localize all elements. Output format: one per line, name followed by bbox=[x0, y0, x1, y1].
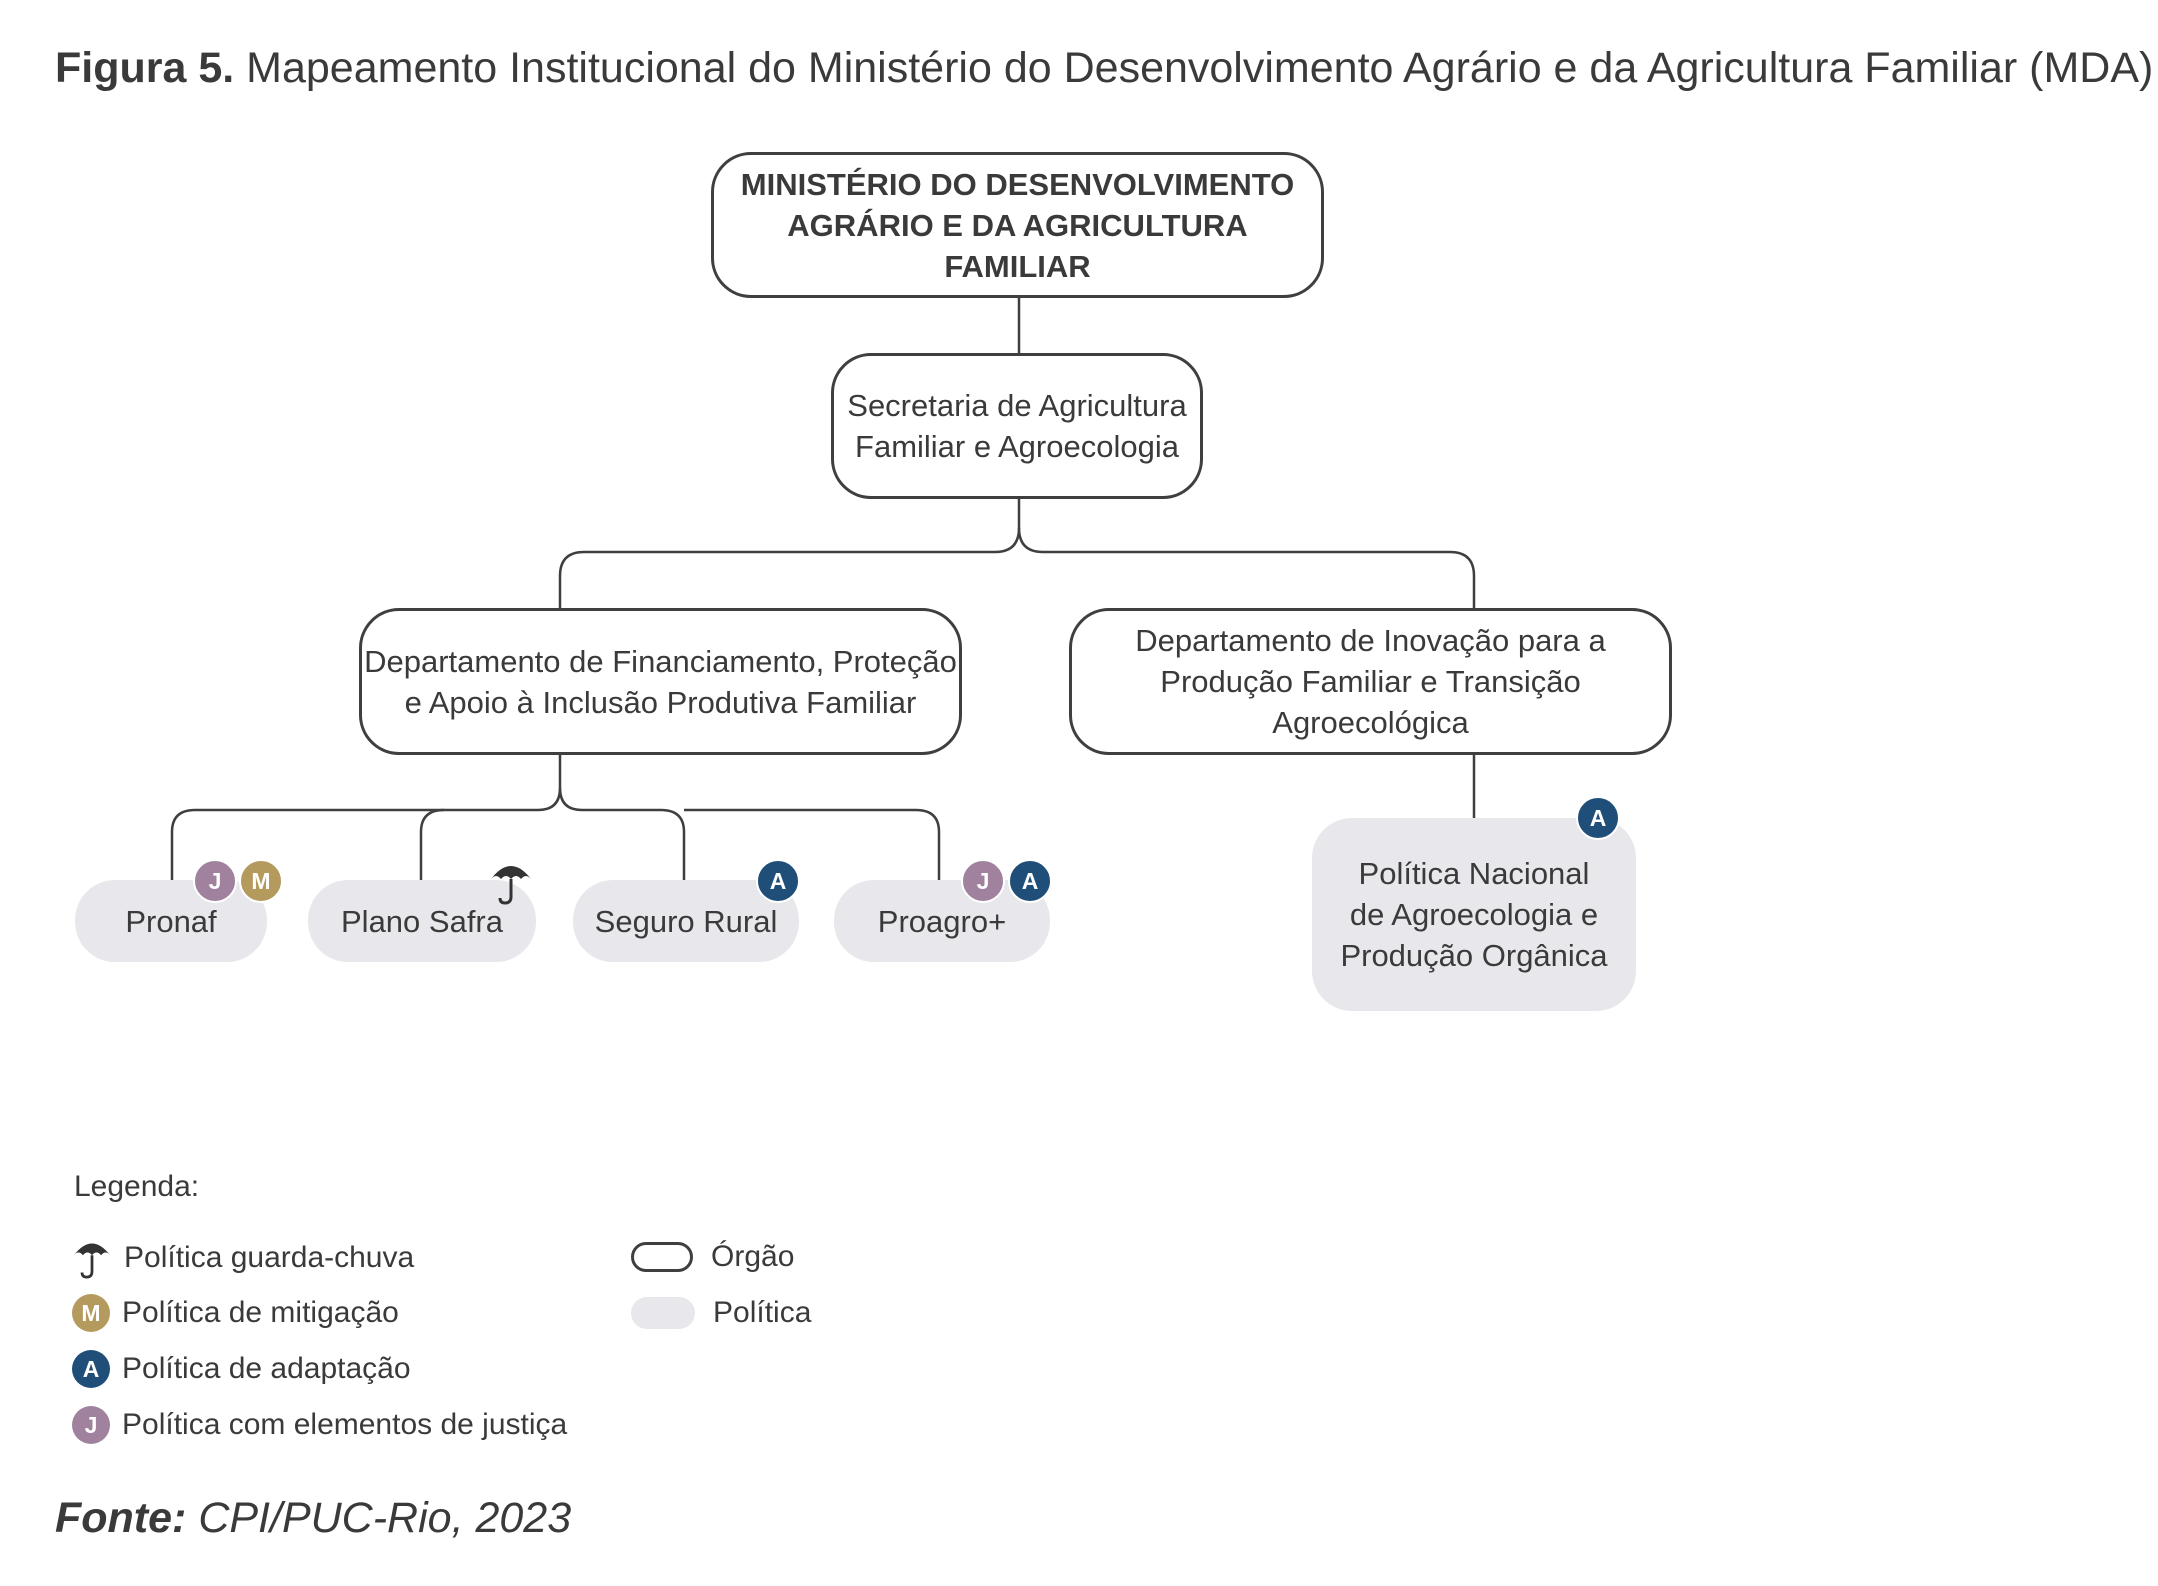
legend-justice-label: Política com elementos de justiça bbox=[122, 1408, 568, 1441]
legend-umbrella-label: Política guarda-chuva bbox=[124, 1241, 415, 1274]
policy-swatch bbox=[631, 1297, 695, 1329]
connector-to-proagro bbox=[684, 808, 941, 880]
justice-badge: J bbox=[961, 859, 1005, 903]
ministry-node: MINISTÉRIO DO DESENVOLVIMENTO AGRÁRIO E D… bbox=[711, 152, 1324, 298]
organ-swatch bbox=[631, 1242, 693, 1272]
umbrella-icon bbox=[491, 866, 531, 905]
justice-badge: J bbox=[72, 1406, 110, 1444]
dept-innovation-node: Departamento de Inovação para a Produção … bbox=[1069, 608, 1672, 755]
source-note: Fonte: CPI/PUC-Rio, 2023 bbox=[55, 1494, 571, 1543]
connector-to-plano-safra bbox=[419, 808, 445, 880]
mitigation-badge: M bbox=[239, 859, 283, 903]
adaptation-badge: A bbox=[756, 859, 800, 903]
legend-umbrella: Política guarda-chuva bbox=[72, 1236, 414, 1280]
legend-mitigation-label: Política de mitigação bbox=[122, 1296, 399, 1329]
connector-financing-policies bbox=[170, 754, 562, 880]
figure-caption: Mapeamento Institucional do Ministério d… bbox=[246, 44, 2154, 92]
policy-pronaf: Pronaf bbox=[75, 880, 267, 962]
legend-adaptation-label: Política de adaptação bbox=[122, 1352, 411, 1385]
policy-proagro-label: Proagro+ bbox=[877, 903, 1007, 939]
legend-policy-label: Política bbox=[713, 1296, 812, 1329]
source-text: CPI/PUC-Rio, 2023 bbox=[198, 1494, 572, 1542]
ministry-line1: MINISTÉRIO DO DESENVOLVIMENTO bbox=[740, 166, 1295, 202]
umbrella-icon bbox=[73, 1243, 111, 1279]
policy-plano-safra-label: Plano Safra bbox=[341, 903, 503, 939]
justice-badge: J bbox=[193, 859, 237, 903]
connector-secretariat-depts bbox=[558, 496, 1021, 608]
policy-pnapo: Política Nacional de Agroecologia e Produç… bbox=[1312, 818, 1636, 1011]
secretariat-line1: Secretaria de Agricultura bbox=[847, 388, 1187, 423]
legend-adaptation: A Política de adaptação bbox=[72, 1350, 411, 1388]
dept-financing-line1: Departamento de Financiamento, Proteção bbox=[364, 643, 957, 679]
source-label: Fonte: bbox=[55, 1494, 187, 1542]
policy-proagro: Proagro+ bbox=[834, 880, 1050, 962]
ministry-line2: AGRÁRIO E DA AGRICULTURA FAMILIAR bbox=[787, 207, 1248, 284]
adaptation-badge: A bbox=[1576, 796, 1620, 840]
figure-number: Figura 5. bbox=[55, 44, 235, 92]
adaptation-badge: A bbox=[72, 1350, 110, 1388]
legend-mitigation: M Política de mitigação bbox=[72, 1294, 399, 1332]
dept-innovation-line1: Departamento de Inovação para a bbox=[1135, 623, 1606, 658]
legend-policy: Política bbox=[631, 1296, 811, 1330]
dept-innovation-line2: Produção Familiar e Transição Agroecológ… bbox=[1160, 664, 1581, 740]
dept-financing-node: Departamento de Financiamento, Proteção e… bbox=[359, 608, 962, 755]
secretariat-line2: Familiar e Agroecologia bbox=[855, 429, 1179, 464]
policy-pnapo-line3: Produção Orgânica bbox=[1340, 938, 1608, 973]
mitigation-badge: M bbox=[72, 1294, 110, 1332]
legend-justice: J Política com elementos de justiça bbox=[72, 1406, 567, 1444]
policy-pnapo-line2: de Agroecologia e bbox=[1349, 897, 1599, 932]
connector-to-seguro-rural bbox=[558, 787, 686, 880]
connector-secretariat-innovation bbox=[1017, 527, 1476, 608]
adaptation-badge: A bbox=[1008, 859, 1052, 903]
policy-seguro-rural: Seguro Rural bbox=[573, 880, 799, 962]
policy-pronaf-label: Pronaf bbox=[125, 903, 217, 939]
legend-title: Legenda: bbox=[74, 1170, 200, 1203]
policy-pnapo-line1: Política Nacional bbox=[1358, 856, 1590, 891]
figure-title: Figura 5. Mapeamento Institucional do Mi… bbox=[55, 44, 2153, 93]
policy-seguro-rural-label: Seguro Rural bbox=[594, 903, 778, 939]
legend-organ: Órgão bbox=[631, 1240, 794, 1274]
legend-organ-label: Órgão bbox=[711, 1240, 795, 1273]
policy-plano-safra: Plano Safra bbox=[308, 880, 536, 962]
dept-financing-line2: e Apoio à Inclusão Produtiva Familiar bbox=[404, 684, 917, 720]
